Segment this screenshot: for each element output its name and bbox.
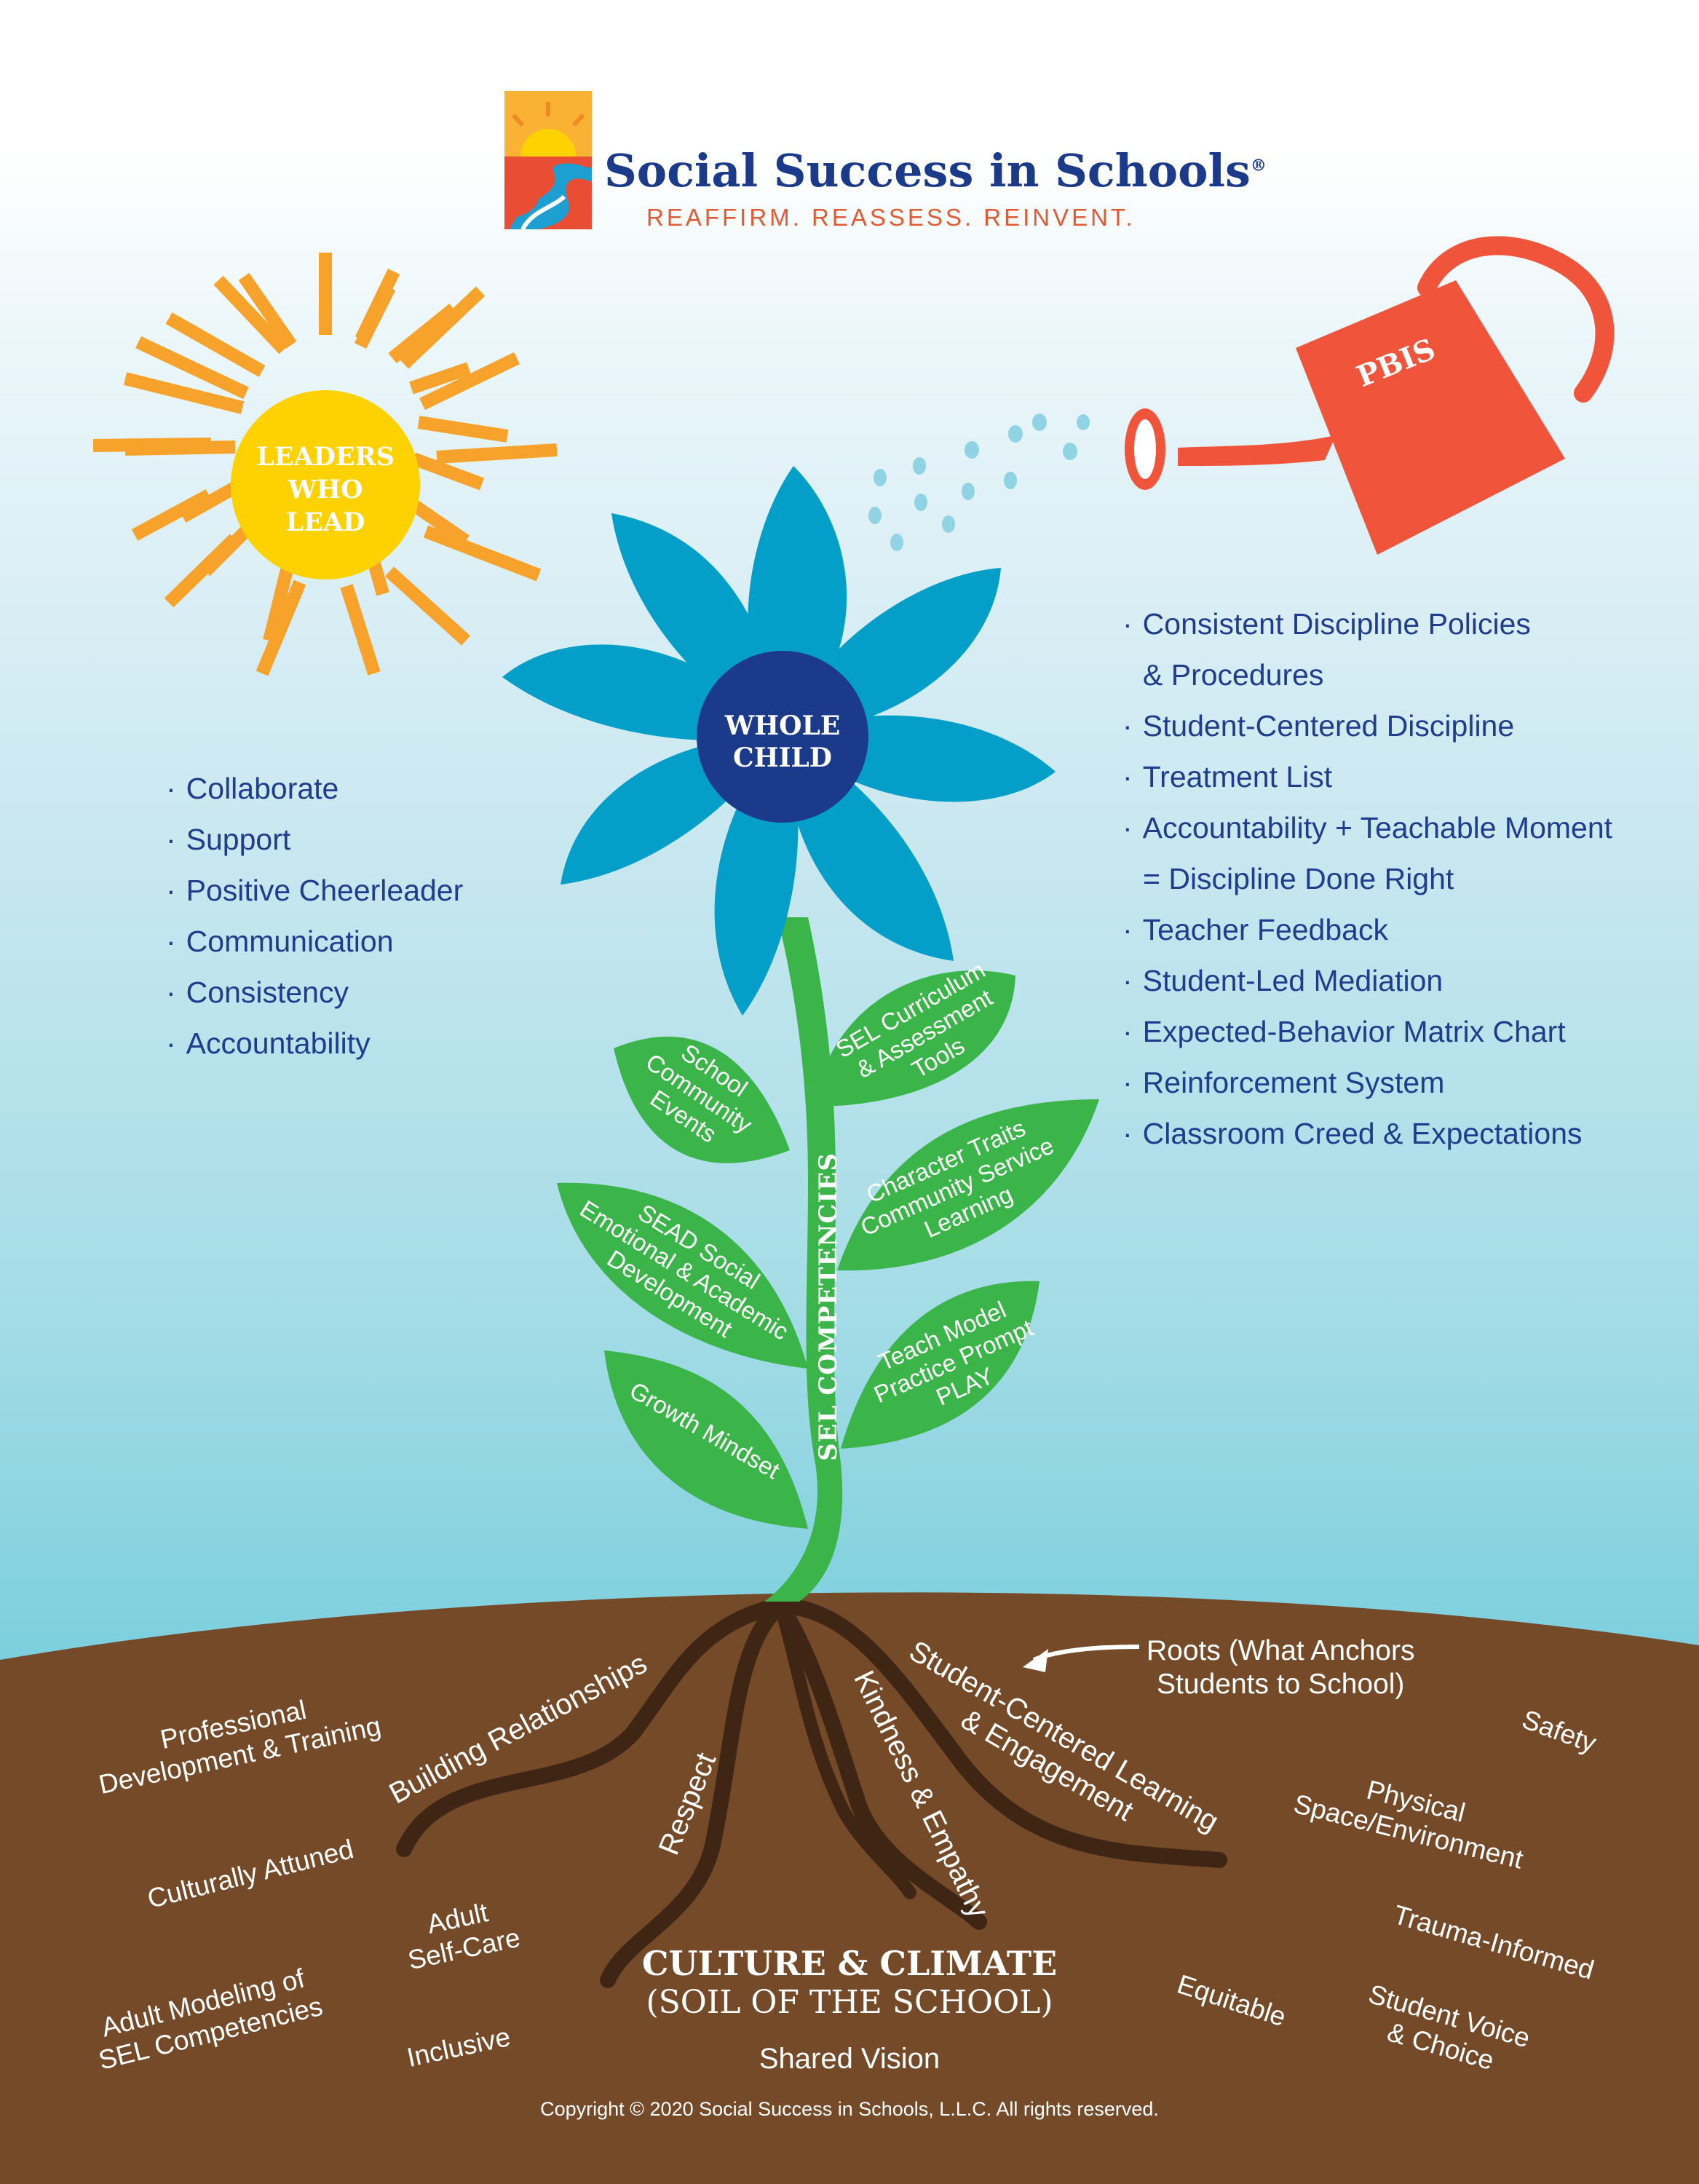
list-item: Treatment List (1122, 751, 1612, 802)
list-item: Support (166, 814, 463, 865)
list-item: Collaborate (166, 763, 463, 814)
leaders-list: Collaborate Support Positive Cheerleader… (166, 763, 464, 1069)
pbis-list: Consistent Discipline Policies& Procedur… (1122, 598, 1612, 1159)
flower-center-icon (697, 651, 868, 823)
whole-child-label: WHOLE CHILD (724, 711, 841, 773)
logo-icon (504, 91, 592, 231)
roots-annotation: Roots (What Anchors Students to School) (1146, 1635, 1415, 1700)
list-item: Accountability (166, 1018, 463, 1069)
list-item: Teacher Feedback (1122, 904, 1612, 955)
list-item: Expected-Behavior Matrix Chart (1122, 1006, 1612, 1057)
copyright-text: Copyright © 2020 Social Success in Schoo… (540, 2098, 1159, 2120)
list-item: Reinforcement System (1122, 1057, 1612, 1108)
sun-label-line: WHO (288, 475, 363, 505)
watering-can-icon (1125, 236, 1615, 555)
roots-icon (396, 1597, 1227, 1988)
brand-tagline: REAFFIRM. REASSESS. REINVENT. (646, 204, 1136, 231)
list-item: Accountability + Teachable Moment= Disci… (1122, 802, 1612, 904)
list-item: Student-Led Mediation (1122, 955, 1612, 1006)
soil-area (0, 1592, 1699, 2184)
soil-subtitle: (SOIL OF THE SCHOOL) (646, 1984, 1053, 2021)
sun-label: LEADERS WHO LEAD (245, 440, 405, 539)
brand-title: Social Success in Schools® (604, 144, 1267, 197)
list-item: Student-Centered Discipline (1122, 700, 1612, 751)
list-item: Positive Cheerleader (166, 865, 464, 916)
sun-icon (231, 390, 420, 579)
shared-vision-label: Shared Vision (759, 2043, 940, 2075)
leaves-icon (557, 970, 1099, 1529)
arrow-icon (1023, 1645, 1140, 1672)
culture-climate-heading: CULTURE & CLIMATE (SOIL OF THE SCHOOL) (595, 1944, 1104, 2022)
soil-title: CULTURE & CLIMATE (641, 1944, 1058, 1983)
stem-label: SEL COMPETENCIES (814, 1152, 843, 1461)
sun-label-line: LEAD (285, 507, 365, 537)
list-item: Consistent Discipline Policies& Procedur… (1122, 598, 1612, 700)
sun-label-line: LEADERS (256, 442, 395, 472)
list-item: Communication (166, 916, 463, 967)
water-drops-icon (868, 414, 1090, 551)
list-item: Classroom Creed & Expectations (1122, 1108, 1612, 1159)
list-item: Consistency (166, 967, 463, 1018)
